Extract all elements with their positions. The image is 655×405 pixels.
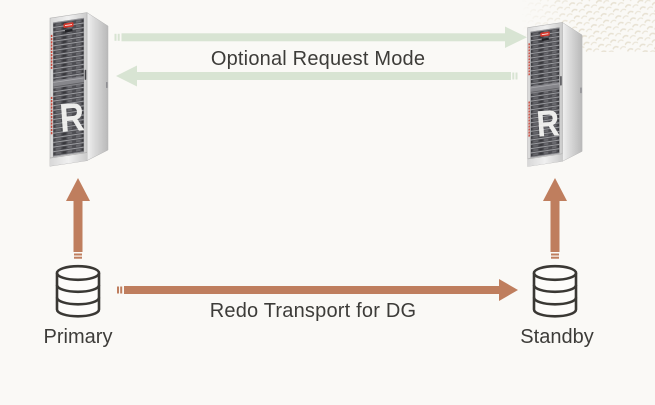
redo-transport-label: Redo Transport for DG	[209, 300, 417, 322]
primary-label: Primary	[43, 326, 113, 348]
standby-label: Standby	[520, 326, 594, 348]
standby-database-icon	[532, 264, 578, 318]
optional-request-mode-label: Optional Request Mode	[210, 48, 426, 70]
server-rack-standby	[526, 21, 583, 168]
redo-transport-arrow	[117, 279, 518, 301]
server-rack-primary	[49, 11, 109, 167]
standby-ingest-arrow	[543, 178, 567, 259]
primary-ingest-arrow	[66, 178, 90, 259]
primary-database-icon	[55, 264, 101, 318]
